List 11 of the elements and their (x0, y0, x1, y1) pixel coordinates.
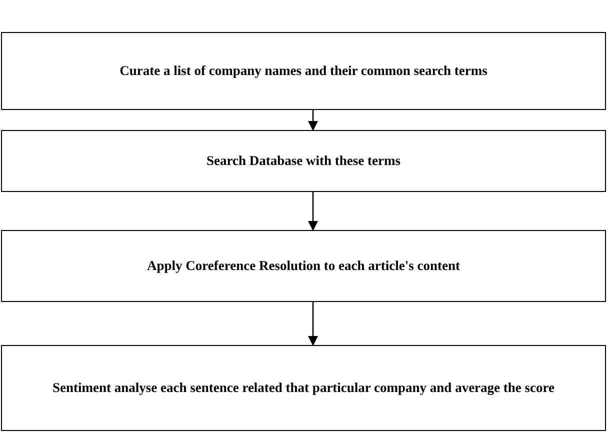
arrow (308, 110, 318, 131)
step-text: Search Database with these terms (206, 152, 400, 170)
process-box (1, 345, 606, 431)
step-text: Sentiment analyse each sentence related that particular company and average the score (52, 378, 555, 397)
step-text: Curate a list of company names and their common search terms (120, 62, 488, 80)
arrow (308, 192, 318, 231)
arrow (308, 302, 318, 346)
step-text: Apply Coreference Resolution to each article's content (147, 256, 460, 275)
process-box (1, 130, 606, 192)
process-box (1, 32, 606, 110)
process-box (1, 230, 606, 302)
